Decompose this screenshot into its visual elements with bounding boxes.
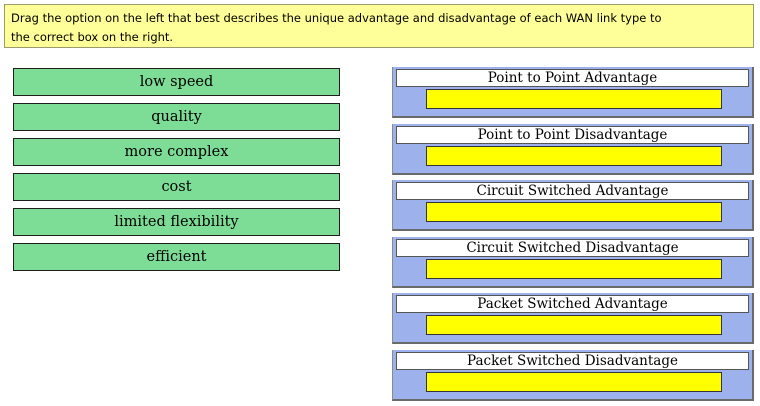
option-efficient[interactable]: efficient xyxy=(13,243,340,271)
target-point-to-point-advantage: Point to Point Advantage xyxy=(392,67,754,118)
drop-zone-circuit-switched-disadvantage[interactable] xyxy=(426,258,722,279)
option-cost[interactable]: cost xyxy=(13,173,340,201)
drop-zone-packet-switched-disadvantage[interactable] xyxy=(426,371,722,392)
target-circuit-switched-advantage: Circuit Switched Advantage xyxy=(392,180,754,231)
target-label: Point to Point Disadvantage xyxy=(396,125,749,144)
target-label: Packet Switched Disadvantage xyxy=(396,351,749,370)
drop-zone-packet-switched-advantage[interactable] xyxy=(426,315,722,335)
options-list: low speed quality more complex cost limi… xyxy=(13,68,340,278)
targets-list: Point to Point Advantage Point to Point … xyxy=(392,67,754,406)
option-more-complex[interactable]: more complex xyxy=(13,138,340,166)
target-label: Circuit Switched Disadvantage xyxy=(396,238,749,257)
instruction-line-2: the correct box on the right. xyxy=(11,30,174,44)
instruction-line-1: Drag the option on the left that best de… xyxy=(11,11,662,25)
drop-zone-circuit-switched-advantage[interactable] xyxy=(426,202,722,222)
drop-zone-point-to-point-advantage[interactable] xyxy=(426,89,722,109)
target-label: Packet Switched Advantage xyxy=(396,295,749,313)
target-label: Point to Point Advantage xyxy=(396,69,749,87)
target-packet-switched-disadvantage: Packet Switched Disadvantage xyxy=(392,349,754,401)
instruction-box: Drag the option on the left that best de… xyxy=(4,4,754,48)
option-low-speed[interactable]: low speed xyxy=(13,68,340,96)
target-point-to-point-disadvantage: Point to Point Disadvantage xyxy=(392,123,754,175)
target-circuit-switched-disadvantage: Circuit Switched Disadvantage xyxy=(392,236,754,288)
option-limited-flexibility[interactable]: limited flexibility xyxy=(13,208,340,236)
option-quality[interactable]: quality xyxy=(13,103,340,131)
target-label: Circuit Switched Advantage xyxy=(396,182,749,200)
drop-zone-point-to-point-disadvantage[interactable] xyxy=(426,145,722,166)
target-packet-switched-advantage: Packet Switched Advantage xyxy=(392,293,754,344)
